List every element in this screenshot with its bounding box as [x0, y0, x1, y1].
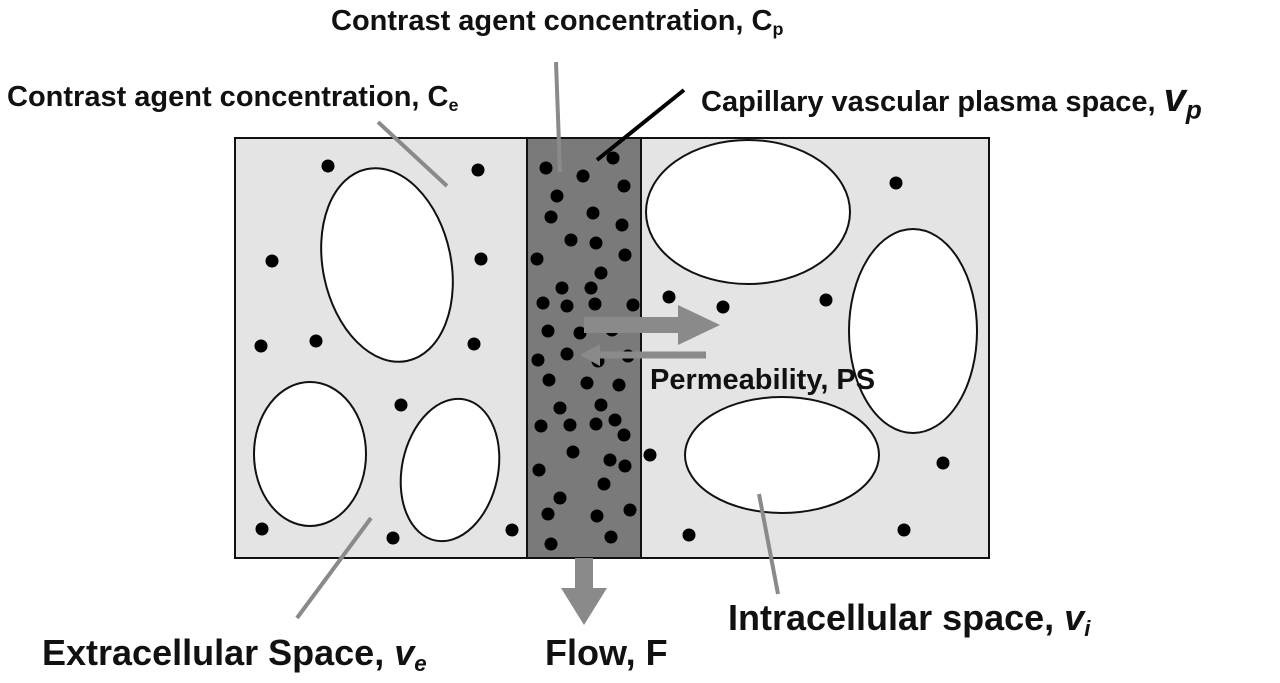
- contrast-agent-dot: [386, 531, 400, 545]
- contrast-agent-dot: [530, 252, 544, 266]
- contrast-agent-dot: [819, 293, 833, 307]
- contrast-agent-dot: [682, 528, 696, 542]
- contrast-agent-dot: [594, 266, 608, 280]
- efflux-arrow: [584, 305, 720, 345]
- contrast-agent-dot: [716, 300, 730, 314]
- contrast-agent-dot: [564, 233, 578, 247]
- contrast-agent-dot: [566, 445, 580, 459]
- contrast-agent-dot: [889, 176, 903, 190]
- contrast-agent-dot: [394, 398, 408, 412]
- contrast-agent-dot: [560, 347, 574, 361]
- contrast-agent-dot: [560, 299, 574, 313]
- contrast-agent-dot: [255, 522, 269, 536]
- contrast-agent-dot: [608, 413, 622, 427]
- contrast-agent-dot: [534, 419, 548, 433]
- contrast-agent-dot: [626, 298, 640, 312]
- contrast-agent-dot: [594, 398, 608, 412]
- label-permeability: Permeability, PS: [650, 364, 876, 396]
- contrast-agent-dot: [309, 334, 323, 348]
- contrast-agent-dot: [265, 254, 279, 268]
- contrast-agent-dot: [643, 448, 657, 462]
- label-cp: Contrast agent concentration, Cp: [331, 5, 784, 40]
- cell: [645, 139, 851, 285]
- leader-line-vp: [595, 88, 686, 162]
- flow-arrow: [561, 558, 607, 625]
- contrast-agent-dot: [617, 428, 631, 442]
- contrast-agent-dot: [553, 491, 567, 505]
- contrast-agent-dot: [606, 151, 620, 165]
- leader-line-ve: [295, 516, 373, 620]
- cell: [320, 167, 454, 363]
- label-flow: Flow, F: [545, 632, 668, 673]
- contrast-agent-dot: [573, 326, 587, 340]
- contrast-agent-dot: [586, 206, 600, 220]
- capillary-plasma-space: [526, 137, 642, 559]
- contrast-agent-dot: [623, 503, 637, 517]
- contrast-agent-dot: [544, 537, 558, 551]
- contrast-agent-dot: [544, 210, 558, 224]
- cell: [848, 228, 978, 434]
- contrast-agent-dot: [604, 530, 618, 544]
- contrast-agent-dot: [589, 417, 603, 431]
- leader-line-vi: [757, 493, 780, 595]
- contrast-agent-dot: [584, 281, 598, 295]
- contrast-agent-dot: [576, 169, 590, 183]
- contrast-agent-dot: [505, 523, 519, 537]
- contrast-agent-dot: [590, 509, 604, 523]
- contrast-agent-dot: [474, 252, 488, 266]
- contrast-agent-dot: [617, 179, 631, 193]
- contrast-agent-dot: [553, 401, 567, 415]
- contrast-agent-dot: [471, 163, 485, 177]
- label-ce: Contrast agent concentration, Ce: [7, 81, 459, 116]
- contrast-agent-particles: [254, 151, 950, 551]
- contrast-agent-dot: [588, 297, 602, 311]
- permeability-arrows: [580, 305, 720, 366]
- contrast-agent-dot: [897, 523, 911, 537]
- contrast-agent-dot: [563, 418, 577, 432]
- contrast-agent-dot: [536, 296, 550, 310]
- cell: [684, 396, 880, 514]
- cells: [253, 139, 978, 543]
- label-vp: Capillary vascular plasma space, vp: [701, 76, 1202, 125]
- contrast-agent-dot: [254, 339, 268, 353]
- cell: [253, 381, 367, 527]
- contrast-agent-dot: [539, 161, 553, 175]
- contrast-agent-dot: [542, 373, 556, 387]
- contrast-agent-dot: [555, 281, 569, 295]
- contrast-agent-dot: [541, 324, 555, 338]
- leader-line-ce: [376, 120, 449, 188]
- contrast-agent-dot: [612, 378, 626, 392]
- contrast-agent-dot: [603, 453, 617, 467]
- contrast-agent-dot: [589, 236, 603, 250]
- contrast-agent-dot: [618, 459, 632, 473]
- label-extracellular-space: Extracellular Space, ve: [42, 632, 427, 677]
- contrast-agent-dot: [597, 477, 611, 491]
- label-intracellular-space: Intracellular space, vi: [728, 597, 1091, 642]
- backflux-arrow: [580, 344, 706, 366]
- contrast-agent-dot: [531, 353, 545, 367]
- contrast-agent-dot: [615, 218, 629, 232]
- contrast-agent-dot: [541, 507, 555, 521]
- contrast-agent-dot: [618, 248, 632, 262]
- contrast-agent-dot: [532, 463, 546, 477]
- contrast-agent-dot: [662, 290, 676, 304]
- contrast-agent-dot: [580, 376, 594, 390]
- contrast-agent-dot: [936, 456, 950, 470]
- contrast-agent-dot: [467, 337, 481, 351]
- contrast-agent-dot: [321, 159, 335, 173]
- cell: [399, 397, 501, 543]
- leader-line-cp: [554, 61, 562, 173]
- contrast-agent-dot: [550, 189, 564, 203]
